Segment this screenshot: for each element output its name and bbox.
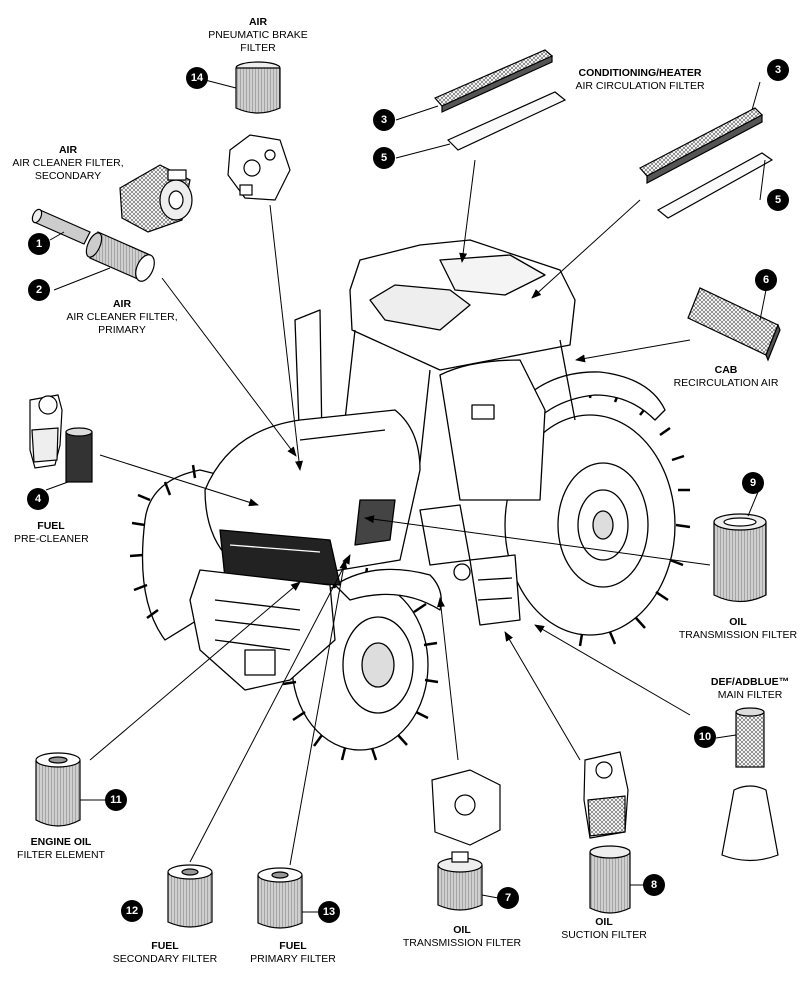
callout-2: 2 — [28, 279, 50, 301]
label-air-cleaner-primary: AIR AIR CLEANER FILTER, PRIMARY — [62, 298, 182, 337]
front-wheel — [281, 567, 439, 761]
callout-14: 14 — [186, 67, 208, 89]
rear-fender — [504, 371, 666, 441]
label-air-cleaner-secondary: AIR AIR CLEANER FILTER, SECONDARY — [8, 144, 128, 183]
label-line: TRANSMISSION FILTER — [402, 937, 522, 949]
tractor-illustration — [129, 239, 691, 761]
label-line: PRE-CLEANER — [14, 533, 89, 545]
callout-5-top: 5 — [373, 147, 395, 169]
label-conditioning-heater: CONDITIONING/HEATER AIR CIRCULATION FILT… — [560, 67, 720, 93]
label-def-main-filter: DEF/ADBLUE™ MAIN FILTER — [694, 676, 806, 702]
hood — [204, 409, 421, 586]
callout-3-top: 3 — [373, 109, 395, 131]
callout-3-right: 3 — [767, 59, 789, 81]
callout-4: 4 — [27, 488, 49, 510]
label-line: MAIN FILTER — [717, 689, 783, 701]
label-air-pneumatic-brake-filter: AIR PNEUMATIC BRAKE FILTER — [198, 16, 318, 55]
engine-oil-filter-icon — [35, 752, 81, 827]
label-title: CONDITIONING/HEATER — [578, 67, 702, 79]
callout-6: 6 — [755, 269, 777, 291]
air-primary-cartridge-icon — [85, 231, 155, 282]
label-title: ENGINE OIL — [30, 836, 92, 848]
label-title: FUEL — [151, 940, 179, 952]
cab — [344, 239, 576, 501]
label-line: PRIMARY — [98, 324, 146, 336]
suction-filter-icon — [583, 751, 631, 914]
callout-12: 12 — [121, 900, 143, 922]
air-secondary-cartridge-icon — [31, 208, 91, 245]
label-line: PRIMARY FILTER — [250, 953, 336, 965]
label-line: AIR CIRCULATION FILTER — [575, 80, 705, 92]
label-line: FILTER — [240, 42, 276, 54]
front-fender — [334, 568, 442, 611]
callout-7: 7 — [497, 887, 519, 909]
label-fuel-precleaner: FUEL PRE-CLEANER — [14, 520, 89, 546]
label-title: DEF/ADBLUE™ — [710, 676, 790, 688]
label-title: AIR — [112, 298, 132, 310]
callout-11: 11 — [105, 789, 127, 811]
label-oil-suction-filter: OIL SUCTION FILTER — [554, 916, 654, 942]
callout-10: 10 — [694, 726, 716, 748]
rear-right-wheel — [499, 385, 691, 647]
fuel-precleaner-icon — [29, 394, 93, 483]
label-line: AIR CLEANER FILTER, — [12, 157, 124, 169]
label-line: SUCTION FILTER — [561, 929, 647, 941]
label-line: FILTER ELEMENT — [17, 849, 105, 861]
label-fuel-secondary-filter: FUEL SECONDARY FILTER — [104, 940, 226, 966]
pneumatic-brake-filter-icon — [227, 61, 291, 201]
def-main-filter-icon — [721, 707, 779, 862]
cabin-air-filter-panel-icon — [434, 49, 554, 113]
callout-5-right: 5 — [767, 189, 789, 211]
label-line: RECIRCULATION AIR — [673, 377, 779, 389]
callout-13: 13 — [318, 901, 340, 923]
label-oil-transmission-filter-right: OIL TRANSMISSION FILTER — [672, 616, 804, 642]
label-oil-transmission-filter-bottom: OIL TRANSMISSION FILTER — [396, 924, 528, 950]
label-title: FUEL — [279, 940, 307, 952]
thin-filter-element-icon — [446, 91, 567, 151]
label-title: AIR — [248, 16, 268, 28]
thin-filter-element-icon-right — [656, 152, 774, 219]
leader-lines — [45, 79, 767, 913]
transmission-filter-bottom-icon — [431, 769, 501, 911]
label-engine-oil-filter-element: ENGINE OIL FILTER ELEMENT — [8, 836, 114, 862]
air-cleaner-housing-icon — [119, 164, 193, 233]
label-line: TRANSMISSION FILTER — [678, 629, 798, 641]
label-title: OIL — [453, 924, 471, 936]
label-title: AIR — [58, 144, 78, 156]
label-title: OIL — [729, 616, 747, 628]
cabin-air-filter-panel-icon-right — [639, 107, 763, 184]
cab-steps — [469, 554, 521, 626]
callout-9: 9 — [742, 472, 764, 494]
front-chassis — [189, 569, 336, 691]
label-title: CAB — [714, 364, 738, 376]
label-line: SECONDARY — [34, 170, 102, 182]
label-line: SECONDARY FILTER — [112, 953, 218, 965]
label-title: OIL — [595, 916, 613, 928]
cab-recirculation-filter-icon — [687, 287, 781, 362]
callout-1: 1 — [28, 233, 50, 255]
fuel-primary-filter-icon — [257, 867, 303, 929]
label-cab-recirculation-air: CAB RECIRCULATION AIR — [670, 364, 782, 390]
callout-8: 8 — [643, 874, 665, 896]
label-title: FUEL — [37, 520, 65, 532]
transmission-filter-right-icon — [713, 513, 767, 603]
fuel-secondary-filter-icon — [167, 864, 213, 928]
label-fuel-primary-filter: FUEL PRIMARY FILTER — [240, 940, 346, 966]
label-line: PNEUMATIC BRAKE — [208, 29, 308, 41]
label-line: AIR CLEANER FILTER, — [66, 311, 178, 323]
